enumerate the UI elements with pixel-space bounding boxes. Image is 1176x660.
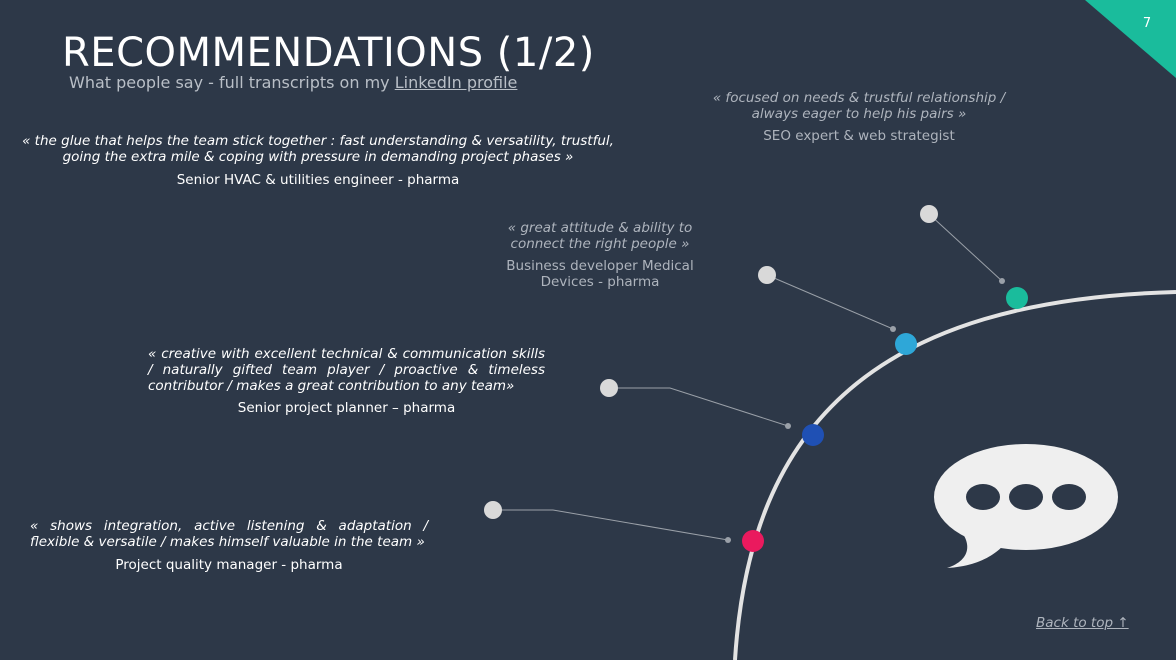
quote-project-planner: « creative with excellent technical & co… [148,346,545,394]
connector-line [609,387,789,427]
quote-quality-manager: « shows integration, active listening & … [30,518,428,550]
quote-seo: « focused on needs & trustful relationsh… [712,90,1006,122]
connector-end-dot [999,278,1005,284]
quote-business-developer: « great attitude & ability to connect th… [507,220,693,252]
connector-end-dot [890,326,896,332]
back-to-top-link[interactable]: Back to top ↑ [1036,615,1129,631]
author-business-developer: Business developer Medical Devices - pha… [506,258,694,290]
subtitle-text: What people say - full transcripts on my [69,73,395,92]
page-title: RECOMMENDATIONS (1/2) [62,30,595,76]
timeline-dot-project-planner [802,424,824,446]
timeline-arc [733,290,1176,660]
connector-line [766,274,894,330]
corner-triangle [1085,0,1176,78]
connector-end-dot [725,537,731,543]
page-number: 7 [1142,16,1152,31]
connector-start-dot [920,205,938,223]
connector-start-dot [484,501,502,519]
connector-line [493,509,729,541]
subtitle: What people say - full transcripts on my… [69,73,517,92]
speech-bubble-icon [934,444,1118,568]
connector-end-dot [785,423,791,429]
connector-line [928,213,1003,282]
timeline-dot-quality-manager [742,530,764,552]
author-hvac-engineer: Senior HVAC & utilities engineer - pharm… [176,172,460,188]
connector-start-dot [758,266,776,284]
author-seo: SEO expert & web strategist [763,128,955,144]
author-project-planner: Senior project planner – pharma [237,400,456,416]
timeline-dot-business-developer [895,333,917,355]
timeline-dot-seo [1006,287,1028,309]
connector-start-dot [600,379,618,397]
linkedin-profile-link[interactable]: LinkedIn profile [394,73,518,92]
author-quality-manager: Project quality manager - pharma [115,557,343,573]
quote-hvac-engineer: « the glue that helps the team stick tog… [22,133,614,165]
